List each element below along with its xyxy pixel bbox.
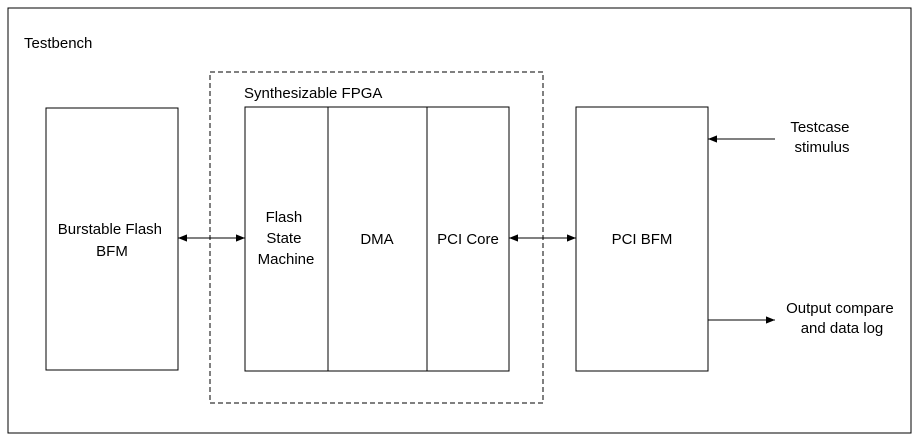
flash-bfm-label: Burstable Flash BFM <box>58 221 166 260</box>
flash-state-machine-label: Flash State Machine <box>258 209 315 268</box>
dma-label: DMA <box>360 231 393 248</box>
output-compare-label: Output compare and data log <box>786 300 898 337</box>
testbench-label: Testbench <box>24 35 92 52</box>
pci-bfm-block <box>575 106 709 372</box>
testcase-stimulus-label: Testcase stimulus <box>790 119 853 156</box>
pci-bfm-label: PCI BFM <box>612 231 673 248</box>
flash-bfm-block <box>45 107 179 371</box>
pci-core-label: PCI Core <box>437 231 499 248</box>
testbench-container <box>7 7 912 434</box>
fpga-label: Synthesizable FPGA <box>244 85 382 102</box>
